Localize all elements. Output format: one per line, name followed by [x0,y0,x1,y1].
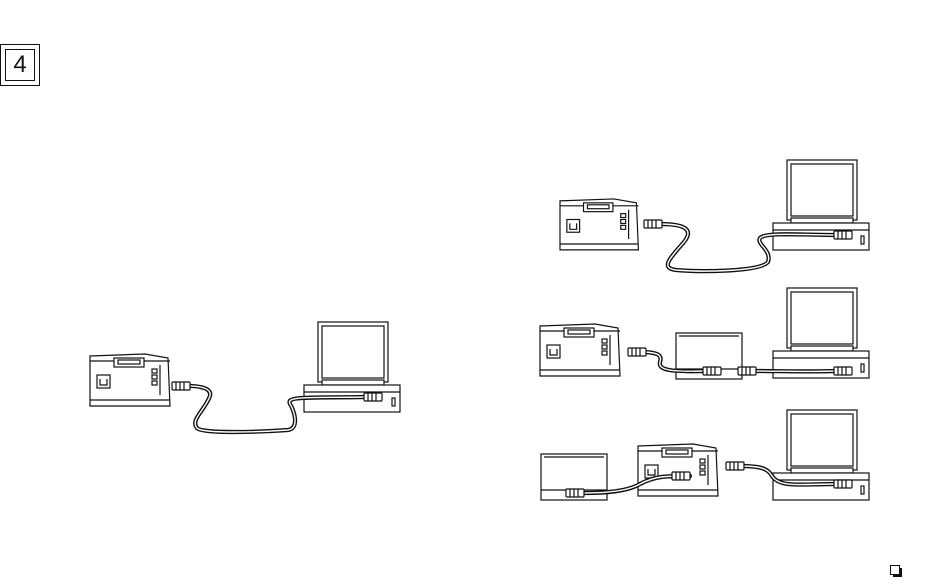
main-camcorder [90,354,170,406]
option-2-camcorder [540,324,620,376]
option-1-camcorder [560,199,638,250]
option-3-camcorder [638,444,718,496]
continue-square-icon [890,565,900,575]
option-3-computer [773,410,869,500]
option-2-computer [773,288,869,378]
